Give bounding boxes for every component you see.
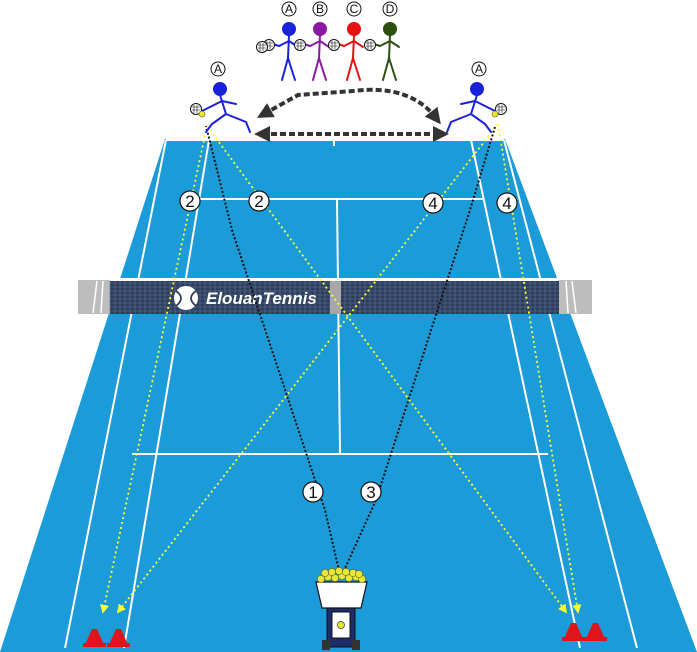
brand-logo: ElouanTennis <box>174 286 317 310</box>
racket-icon <box>190 103 202 115</box>
shot-path-right-cross <box>116 123 499 614</box>
tennis-ball-icon <box>328 568 336 576</box>
movement-arrows <box>254 87 449 142</box>
net-center-strap <box>330 281 341 314</box>
player-label: A <box>285 2 293 16</box>
tennis-ball-icon <box>317 575 325 583</box>
tennis-ball-icon <box>342 568 350 576</box>
player-label: C <box>350 2 359 16</box>
svg-text:4: 4 <box>502 194 511 213</box>
doubles-sideline-right <box>503 139 638 649</box>
tennis-ball-icon <box>321 569 329 577</box>
brand-name: ElouanTennis <box>206 289 317 308</box>
target-cone-icon <box>83 629 106 647</box>
player-figure-icon <box>272 22 299 81</box>
target-cone-icon <box>562 623 585 641</box>
tennis-ball-icon <box>335 567 343 575</box>
svg-text:3: 3 <box>366 483 375 502</box>
tennis-ball-logo-icon <box>174 286 198 310</box>
player-a-waiting: A <box>256 1 299 81</box>
svg-text:2: 2 <box>185 192 194 211</box>
player-figure-icon <box>303 22 330 81</box>
tennis-ball-icon <box>491 110 499 118</box>
court-surface <box>0 139 697 652</box>
feed-path-right <box>341 126 496 576</box>
player-label: D <box>386 2 395 16</box>
net-tape <box>110 278 559 281</box>
center-service-line <box>336 198 341 455</box>
feed-trajectories <box>205 125 496 576</box>
badge-feed-right: 3 <box>360 481 382 503</box>
player-a-hitting-right: A <box>446 61 507 133</box>
player-figure-icon <box>373 22 400 81</box>
ball-hopper <box>317 567 366 583</box>
player-figure-icon <box>446 82 498 133</box>
player-label: A <box>214 62 222 76</box>
player-label: B <box>316 2 324 16</box>
badge-feed-left: 1 <box>302 481 324 503</box>
tennis-ball-icon <box>198 110 206 118</box>
svg-text:1: 1 <box>308 483 317 502</box>
racket-icon <box>256 41 268 53</box>
racket-icon <box>495 103 507 115</box>
ball-machine-icon <box>315 567 368 650</box>
player-a-hitting-left: A <box>190 61 251 133</box>
player-figure-icon <box>337 22 364 81</box>
shot-number-badges: 2 2 4 4 1 3 <box>179 190 518 503</box>
racket-icon <box>364 39 376 51</box>
svg-text:4: 4 <box>428 194 437 213</box>
player-figure-icon <box>199 82 251 133</box>
player-b-waiting: B <box>294 1 330 81</box>
doubles-sideline-left <box>64 139 167 649</box>
racket-icon <box>294 39 306 51</box>
player-d-waiting: D <box>364 1 400 81</box>
svg-text:2: 2 <box>254 192 263 211</box>
player-c-waiting: C <box>328 1 364 81</box>
movement-arrow-top <box>257 87 441 125</box>
singles-sideline-left <box>123 139 210 649</box>
racket-icon <box>328 39 340 51</box>
badge-shot-right-b: 4 <box>496 192 518 214</box>
players: A B C D A A <box>190 1 507 133</box>
feed-path-left <box>205 125 341 576</box>
net: ElouanTennis <box>78 278 592 314</box>
badge-shot-left-a: 2 <box>179 190 201 212</box>
badge-shot-right-a: 4 <box>422 192 444 214</box>
target-cones <box>83 623 607 647</box>
badge-shot-left-b: 2 <box>248 190 270 212</box>
target-cone-icon <box>584 623 607 641</box>
target-cone-icon <box>107 629 130 647</box>
tennis-ball-icon <box>355 570 363 578</box>
singles-sideline-right <box>470 139 581 649</box>
player-label: A <box>475 62 483 76</box>
